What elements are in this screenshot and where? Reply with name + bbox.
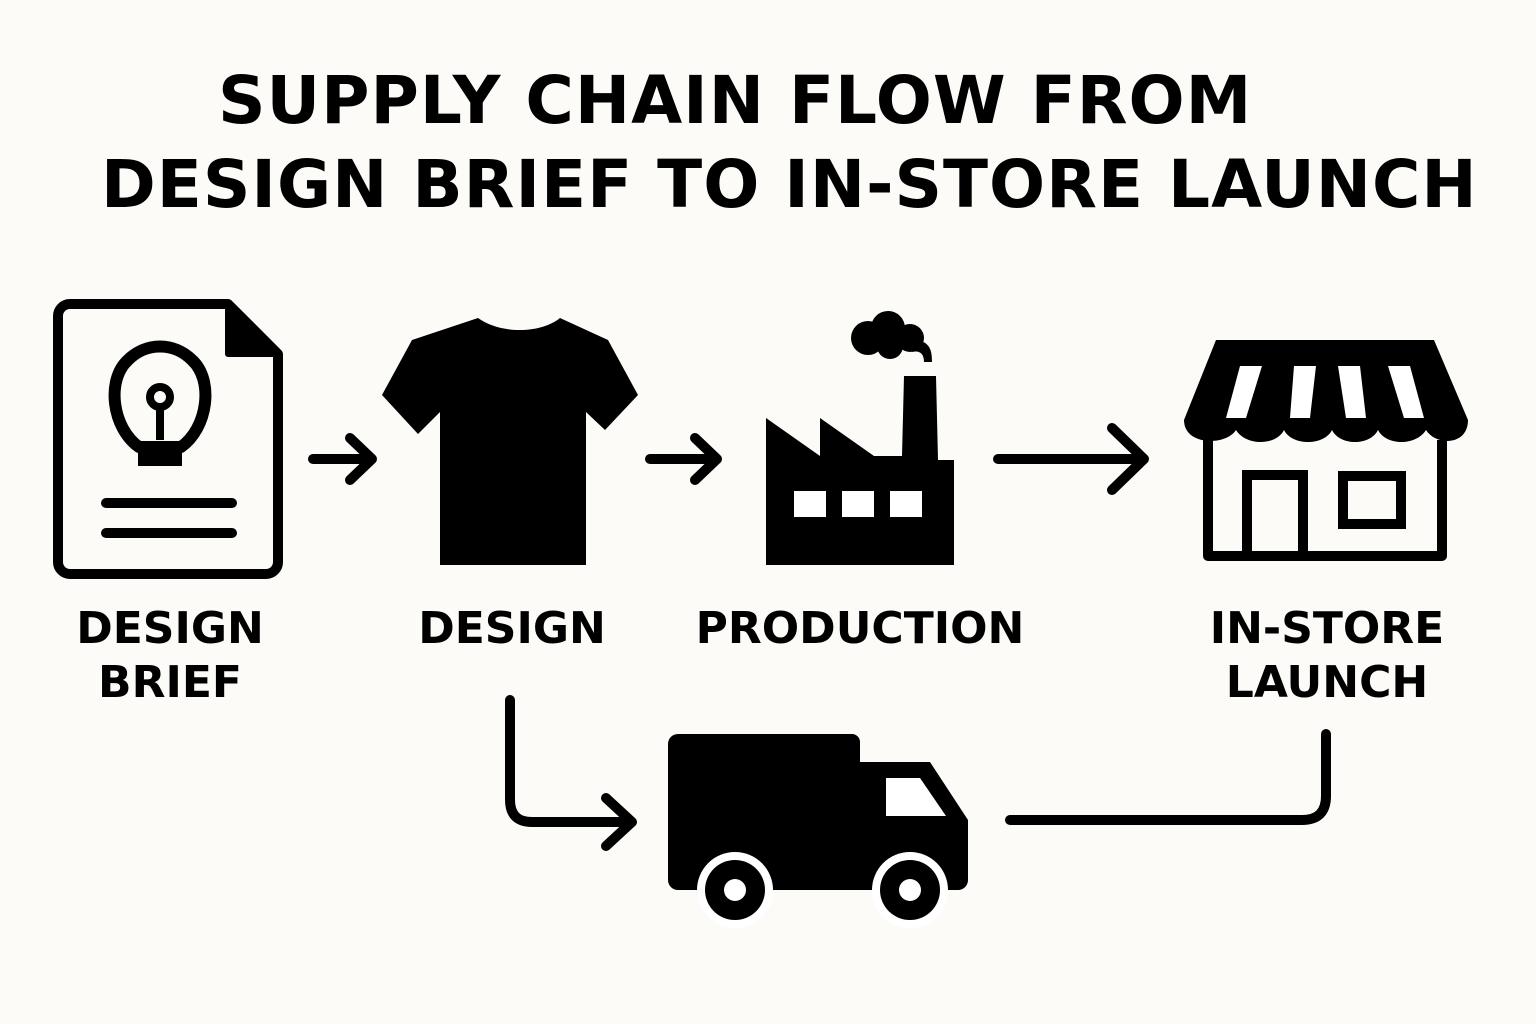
storefront-icon [1184, 340, 1468, 561]
step-label-production: PRODUCTION [690, 602, 1030, 656]
step-label-line-2: BRIEF [98, 657, 242, 708]
diagram-title-line-1: SUPPLY CHAIN FLOW FROM [218, 62, 1253, 139]
diagram-title-line-2: DESIGN BRIEF TO IN-STORE LAUNCH [101, 146, 1478, 223]
factory-icon [766, 311, 954, 565]
step-label-line-2: LAUNCH [1225, 657, 1429, 708]
step-label-line-1: IN-STORE [1209, 603, 1445, 654]
lightbulb-document-icon [53, 299, 283, 579]
arrow-design-to-transport [505, 695, 637, 851]
line-transport-to-store [1005, 729, 1331, 825]
step-label-line-1: PRODUCTION [695, 603, 1025, 654]
step-label-design-brief: DESIGN BRIEF [70, 602, 270, 710]
step-label-design: DESIGN [400, 602, 624, 656]
step-label-in-store-launch: IN-STORE LAUNCH [1196, 602, 1458, 710]
delivery-truck-icon [668, 734, 968, 928]
step-label-line-1: DESIGN [76, 603, 264, 654]
t-shirt-icon [382, 318, 638, 565]
arrow-brief-to-design [308, 433, 377, 485]
arrow-production-to-store [993, 423, 1149, 495]
arrow-design-to-production [645, 433, 722, 485]
step-label-line-1: DESIGN [418, 603, 606, 654]
